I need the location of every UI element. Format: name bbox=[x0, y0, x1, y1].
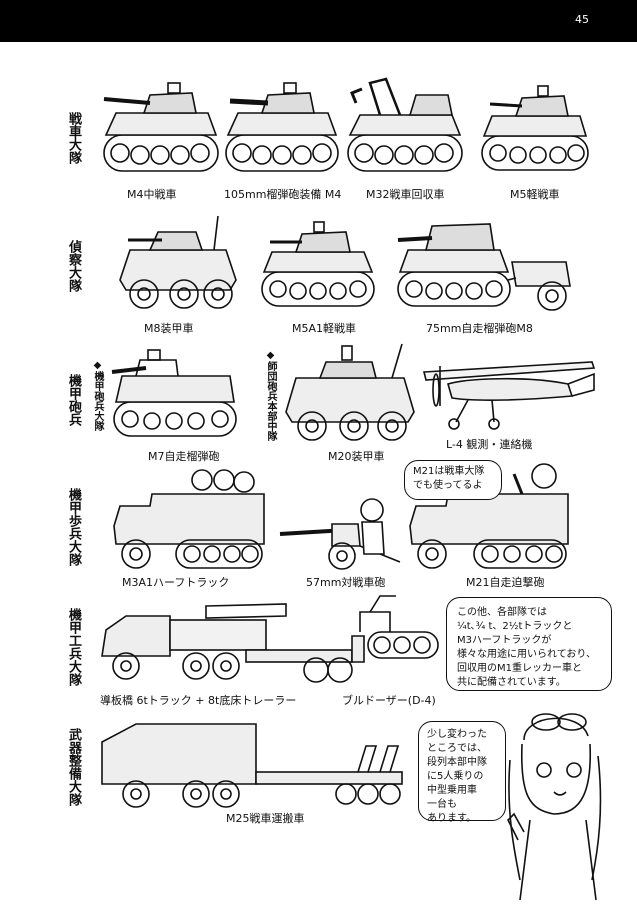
speech-bubble-bus: 少し変わった ところでは、 段列本部中隊 に5人乗りの 中型乗用車 一台も あり… bbox=[418, 721, 506, 824]
tank-icon bbox=[340, 75, 474, 185]
sub-label-armored-artillery-battalion: ◆機甲砲兵大隊 bbox=[92, 360, 104, 431]
bubble-line: M3ハーフトラックが bbox=[457, 635, 552, 646]
vehicle-caption-m5a1: M5A1軽戦車 bbox=[292, 322, 357, 335]
vehicle-caption-l4: L-4 観測・連絡機 bbox=[446, 438, 533, 451]
section-label-text: 戦車大隊 bbox=[66, 112, 81, 164]
section-label-tank-battalion: 戦車大隊 bbox=[66, 112, 82, 164]
bubble-line: ¼t､¾ t、2½tトラックと bbox=[457, 621, 573, 632]
armored-car-icon bbox=[114, 210, 242, 318]
speech-bubble-note: この他、各部隊では ¼t､¾ t、2½tトラックと M3ハーフトラックが 様々な… bbox=[446, 597, 612, 691]
section-label-text: 武器整備大隊 bbox=[66, 728, 81, 806]
girl-character-icon bbox=[500, 700, 610, 904]
vehicle-caption-m25: M25戦車運搬車 bbox=[226, 812, 305, 825]
vehicle-caption-m8-armored-car: M8装甲車 bbox=[144, 322, 194, 335]
airplane-icon bbox=[418, 344, 598, 434]
armored-car-icon bbox=[280, 340, 420, 450]
section-label-armored-engineer: 機甲工兵大隊 bbox=[66, 608, 82, 686]
bubble-line: M21は戦車大隊 bbox=[413, 466, 485, 477]
tank-icon bbox=[392, 210, 582, 322]
page-number: 45 bbox=[575, 13, 589, 26]
tank-icon bbox=[256, 214, 382, 320]
bubble-line: 一台も bbox=[427, 799, 457, 810]
truck-icon bbox=[96, 596, 356, 692]
vehicle-caption-m3a1: M3A1ハーフトラック bbox=[122, 576, 230, 589]
bubble-line: でも使ってるよ bbox=[413, 480, 483, 491]
section-label-text: 偵察大隊 bbox=[66, 240, 81, 292]
sub-label-division-artillery-hq: ◆師団砲兵本部中隊 bbox=[265, 350, 277, 441]
vehicle-caption-m20: M20装甲車 bbox=[328, 450, 385, 463]
sub-label-text: ◆機甲砲兵大隊 bbox=[92, 360, 103, 431]
bubble-line: 回収用のM1重レッカー車と bbox=[457, 663, 582, 674]
vehicle-caption-m32: M32戦車回収車 bbox=[366, 188, 445, 201]
vehicle-caption-m4-105: 105mm榴弾砲装備 M4 bbox=[224, 188, 342, 201]
vehicle-caption-m4: M4中戦車 bbox=[127, 188, 177, 201]
section-label-ordnance-maintenance: 武器整備大隊 bbox=[66, 728, 82, 806]
bubble-line: に5人乗りの bbox=[427, 771, 484, 782]
anti-tank-gun-icon bbox=[276, 496, 404, 576]
section-label-armored-artillery: 機甲砲兵 bbox=[66, 374, 82, 426]
tank-icon bbox=[106, 346, 246, 450]
halftrack-icon bbox=[402, 460, 576, 578]
section-label-text: 機甲工兵大隊 bbox=[66, 608, 81, 686]
vehicle-caption-m8-hmc: 75mm自走榴弾砲M8 bbox=[426, 322, 533, 335]
vehicle-caption-bulldozer: ブルドーザー(D-4) bbox=[342, 694, 436, 707]
bubble-line: 段列本部中隊 bbox=[427, 757, 487, 768]
bulldozer-icon bbox=[350, 592, 446, 670]
vehicle-caption-57mm: 57mm対戦車砲 bbox=[306, 576, 386, 589]
section-label-armored-infantry: 機甲歩兵大隊 bbox=[66, 488, 82, 566]
bubble-line: 中型乗用車 bbox=[427, 785, 477, 796]
speech-bubble-m21: M21は戦車大隊 でも使ってるよ bbox=[404, 460, 502, 500]
halftrack-icon bbox=[106, 466, 270, 578]
section-label-recon-battalion: 偵察大隊 bbox=[66, 240, 82, 292]
vehicle-caption-m21: M21自走迫撃砲 bbox=[466, 576, 545, 589]
vehicle-caption-m7: M7自走榴弾砲 bbox=[148, 450, 220, 463]
bubble-line: 少し変わった bbox=[427, 729, 487, 740]
tank-icon bbox=[218, 75, 346, 185]
sub-label-text: ◆師団砲兵本部中隊 bbox=[265, 350, 276, 441]
header-bar: 45 bbox=[0, 0, 637, 42]
section-label-text: 機甲砲兵 bbox=[66, 374, 81, 426]
bubble-line: あります。 bbox=[427, 813, 476, 824]
tank-icon bbox=[476, 80, 594, 186]
bubble-line: この他、各部隊では bbox=[457, 607, 547, 618]
bubble-line: 様々な用途に用いられており、 bbox=[457, 649, 596, 660]
vehicle-caption-bridge-truck: 導板橋 6tトラック + 8t底床トレーラー bbox=[100, 694, 297, 707]
bubble-line: 共に配備されています。 bbox=[457, 677, 566, 688]
truck-icon bbox=[96, 714, 406, 810]
section-label-text: 機甲歩兵大隊 bbox=[66, 488, 81, 566]
bubble-line: ところでは、 bbox=[427, 743, 487, 754]
tank-icon bbox=[96, 75, 226, 185]
vehicle-caption-m5: M5軽戦車 bbox=[510, 188, 560, 201]
